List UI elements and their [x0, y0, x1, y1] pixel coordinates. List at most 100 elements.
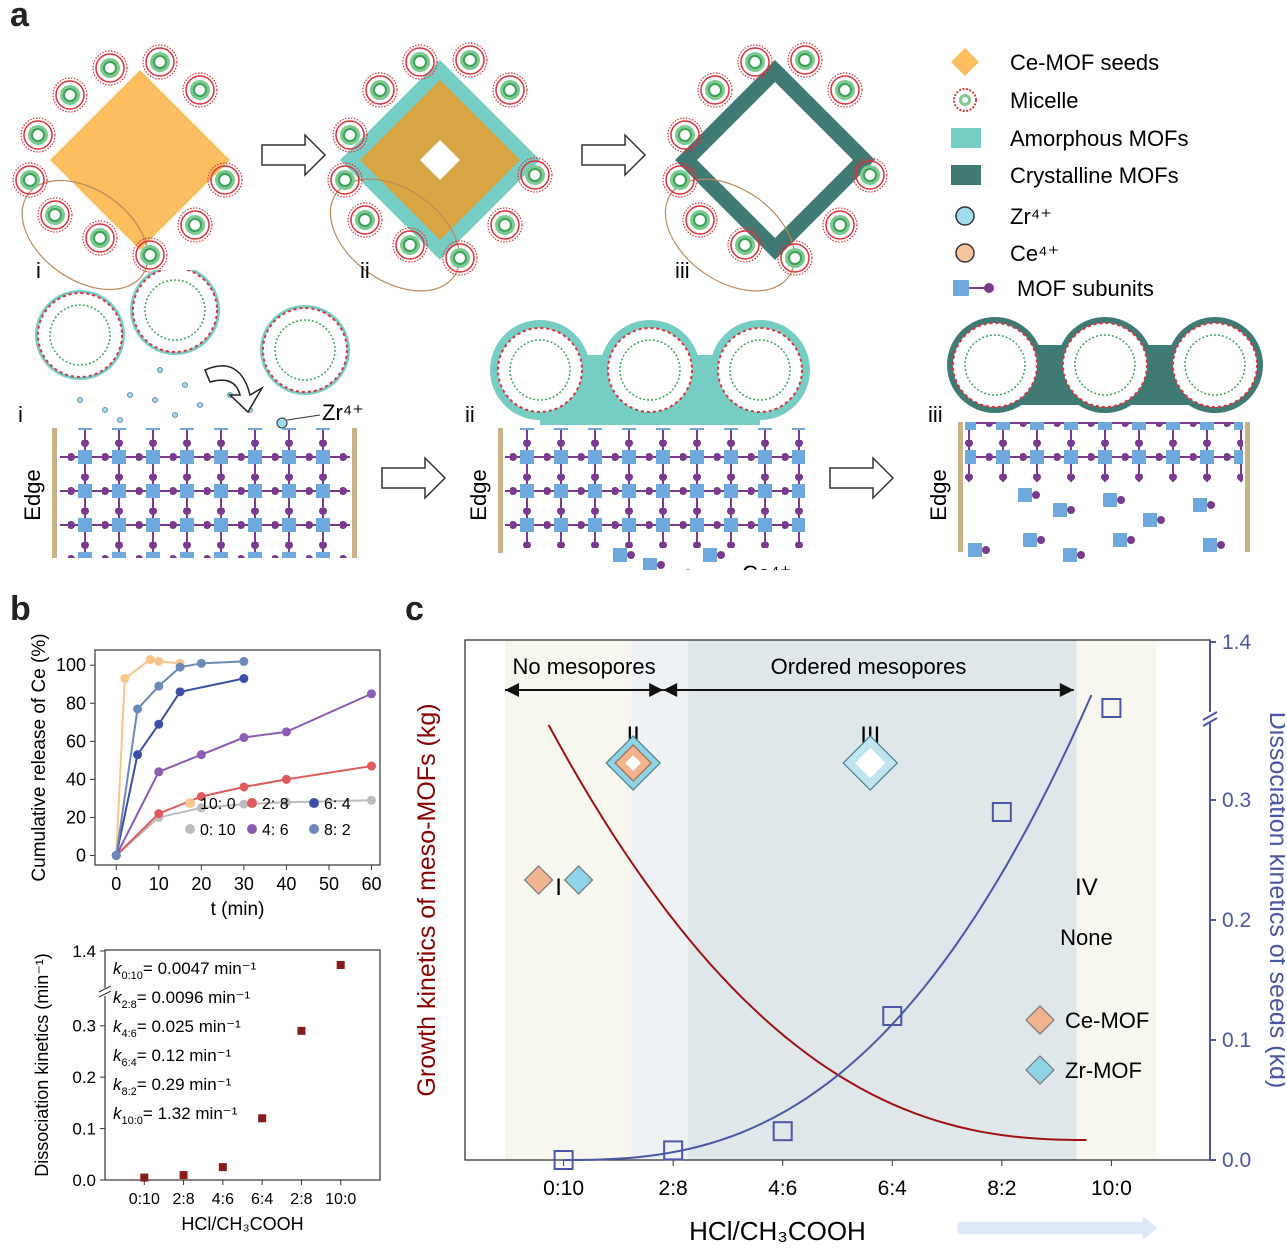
k-symbol: k	[113, 1104, 123, 1123]
series-line	[115, 799, 372, 857]
x-tick-label: 8:2	[987, 1177, 1016, 1200]
region-background	[1076, 640, 1157, 1160]
data-point	[154, 681, 164, 691]
ordered-mesopores-arrow-label: Ordered mesopores	[771, 654, 967, 679]
k-subscript: 0:10	[122, 970, 143, 982]
step-ii-top-label: ii	[360, 258, 370, 283]
data-point	[366, 689, 376, 699]
series-line	[115, 660, 244, 856]
x-axis-label: HCl/CH₃COOH	[181, 1214, 303, 1234]
data-point	[281, 727, 291, 737]
legend-marker	[185, 824, 195, 834]
legend-marker	[247, 798, 257, 808]
data-point	[366, 761, 376, 771]
series-line	[115, 765, 372, 857]
legend-label: Zr⁴⁺	[1010, 204, 1052, 229]
legend-marker	[309, 824, 319, 834]
y-tick-label: 80	[66, 693, 86, 713]
x-tick-label: 4:6	[768, 1177, 797, 1200]
scheme-bottom: Zr⁴⁺ Edge i Ce⁴⁺ Edge ii	[18, 270, 1263, 570]
data-point	[154, 719, 164, 729]
kd-curve	[563, 694, 1093, 1161]
k-value: = 0.0096 min⁻¹	[137, 988, 251, 1007]
axis-break	[98, 990, 112, 998]
data-point	[258, 1114, 267, 1123]
ordered-mesopores-arrow-head	[663, 683, 678, 697]
edge-label: Edge	[466, 469, 491, 520]
zr-ion-icon	[276, 417, 288, 429]
y-tick-label: 0.3	[72, 1017, 96, 1036]
x-tick-label: 2:8	[659, 1177, 688, 1200]
k-subscript: 4:6	[122, 1028, 137, 1040]
k-subscript: 2:8	[122, 999, 137, 1011]
y-right-tick-label: 0.3	[1222, 789, 1251, 812]
data-point	[120, 674, 130, 684]
data-point	[281, 774, 291, 784]
stage-i-top: i	[12, 44, 243, 291]
y-axis-label: Cumulative release of Ce (%)	[29, 633, 50, 881]
x-axis-label: HCl/CH₃COOH	[689, 1216, 866, 1246]
x-axis-label: t (min)	[211, 899, 265, 920]
x-tick-label: 10:0	[1091, 1177, 1132, 1200]
y-right-label: Dissociation kinetics of seeds (kd)	[1264, 712, 1285, 1089]
data-point	[281, 797, 291, 807]
y-tick-label: 40	[66, 769, 86, 789]
x-tick-label: 50	[319, 874, 339, 894]
axis-break	[98, 985, 112, 993]
kd-data-point	[1101, 698, 1122, 718]
data-point	[196, 792, 206, 802]
data-point	[133, 704, 143, 714]
no-mesopores-arrow-head	[649, 683, 664, 697]
zr-callout: Zr⁴⁺	[322, 400, 364, 425]
rate-annotation: k8:2= 0.29 min⁻¹	[113, 1075, 232, 1098]
data-point	[154, 656, 164, 666]
stage-ii-bottom: Ce⁴⁺ Edge ii	[465, 320, 810, 570]
process-arrow-icon	[581, 133, 647, 177]
data-point	[239, 733, 249, 743]
rate-annotation: k10:0= 1.32 min⁻¹	[113, 1104, 238, 1127]
kg-curve	[547, 724, 1087, 1141]
legend-diamond-icon	[1025, 1055, 1055, 1085]
axis-break	[1202, 717, 1218, 727]
process-arrow-icon	[829, 456, 895, 500]
y-left-label: Growth kinetics of meso-MOFs (kg)	[413, 703, 441, 1096]
region-background	[631, 640, 689, 1160]
data-point	[154, 809, 164, 819]
scheme-top: i ii iii	[12, 42, 888, 292]
k-symbol: k	[113, 1017, 123, 1036]
kd-data-point	[991, 802, 1012, 822]
panel-label-a: a	[10, 0, 29, 34]
process-arrow-icon	[381, 456, 447, 500]
region-background	[688, 640, 1077, 1160]
rate-annotation: k2:8= 0.0096 min⁻¹	[113, 988, 251, 1011]
x-tick-label: 10:0	[325, 1191, 356, 1208]
data-point	[140, 1173, 149, 1182]
rate-annotation: k6:4= 0.12 min⁻¹	[113, 1046, 232, 1069]
region-background	[505, 640, 632, 1160]
x-tick-label: 2:8	[172, 1191, 194, 1208]
ce-ion-icon	[955, 243, 975, 263]
legend-marker	[185, 798, 195, 808]
step-i-bottom-label: i	[18, 402, 23, 427]
legend-item-seeds: Ce-MOF seeds	[951, 48, 1159, 76]
no-mesopores-arrow-label: No mesopores	[513, 654, 656, 679]
y-tick-label: 60	[66, 731, 86, 751]
x-tick-label: 6:4	[251, 1191, 273, 1208]
stage-iii-bottom: Edge iii	[926, 317, 1263, 562]
ordered-mesopores-arrow-head	[1059, 683, 1074, 697]
legend: Ce-MOF seeds Micelle Amorphous MOFs Crys…	[951, 48, 1189, 301]
legend-label: 2: 8	[262, 796, 289, 813]
y-right-tick-label: 0.2	[1222, 909, 1251, 932]
gradient-arrow-icon	[957, 1216, 1158, 1240]
legend-item-zr: Zr⁴⁺	[955, 204, 1052, 229]
data-point	[239, 656, 249, 666]
kd-data-point	[663, 1140, 684, 1161]
square-icon	[951, 165, 981, 185]
subunit-icon	[953, 280, 994, 296]
x-tick-label: 10	[149, 874, 169, 894]
rate-annotation: k0:10= 0.0047 min⁻¹	[113, 959, 257, 982]
k-subscript: 6:4	[122, 1057, 137, 1069]
legend-label: 6: 4	[324, 796, 351, 813]
